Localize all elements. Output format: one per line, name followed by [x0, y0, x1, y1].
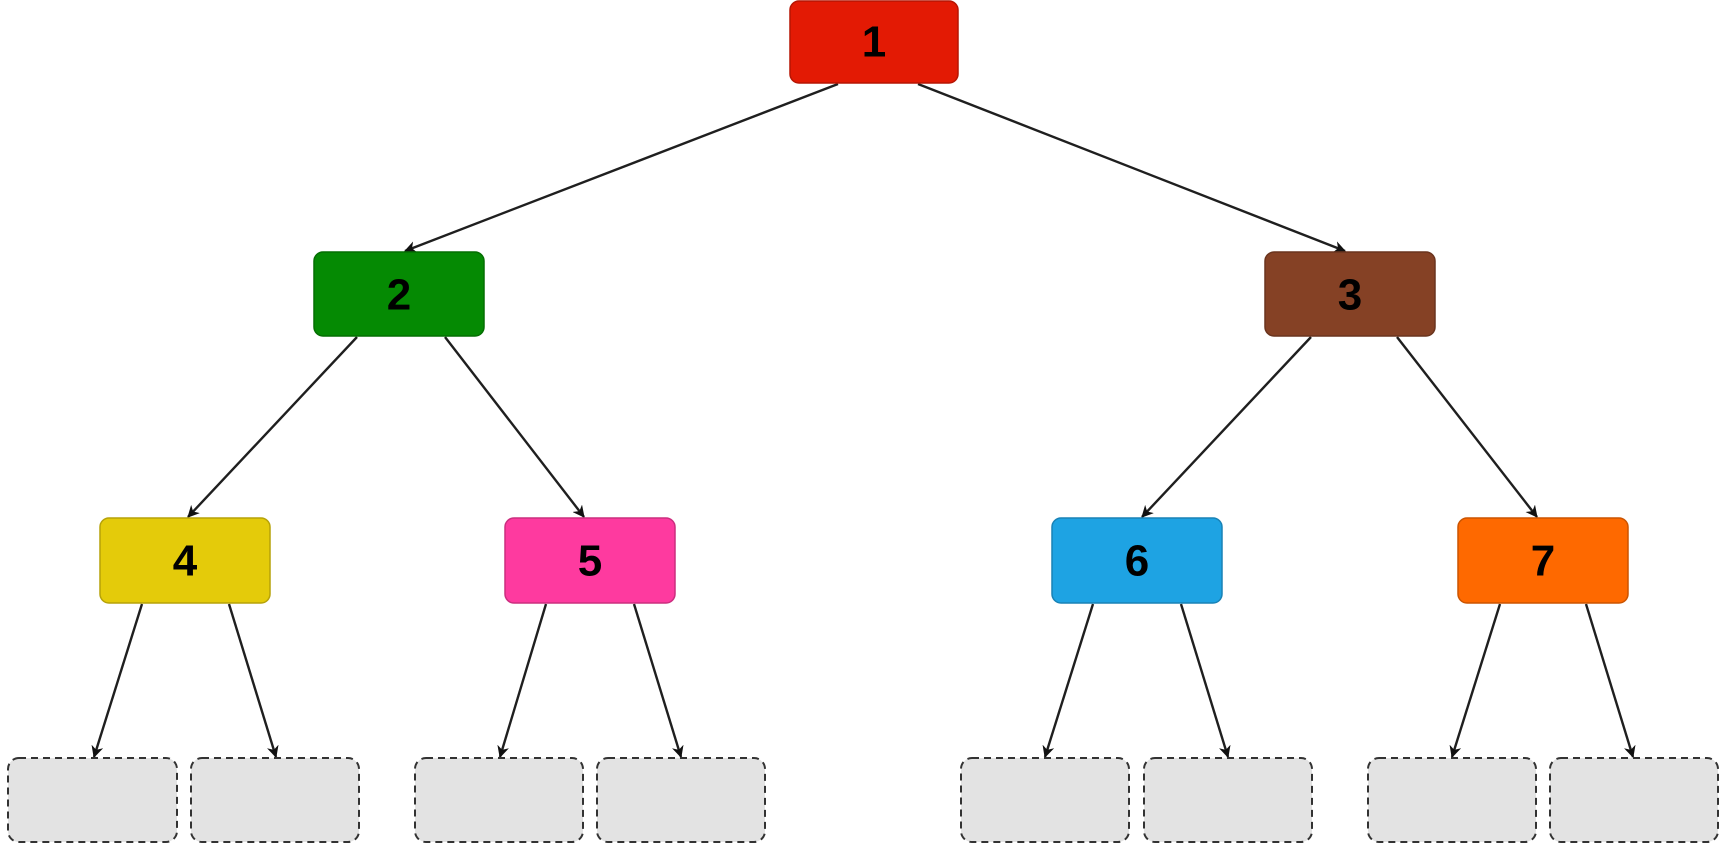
empty-slots [7, 757, 1719, 843]
node-3-box [1264, 251, 1436, 337]
empty-slot [596, 757, 766, 843]
arrow-n3-to-n7 [1396, 336, 1538, 518]
arrow-n7-to-e8 [1584, 603, 1636, 758]
node-1-label: 1 [862, 18, 886, 67]
empty-slot [7, 757, 178, 843]
empty-slot [1549, 757, 1719, 843]
empty-slot [190, 757, 360, 843]
empty-slot [1367, 757, 1537, 843]
empty-slot [1143, 757, 1313, 843]
arrow-n7-to-e7 [1449, 603, 1502, 758]
arrow-n1-to-n3 [917, 82, 1346, 253]
empty-slot [960, 757, 1130, 843]
node-4-box [99, 517, 271, 604]
arrow-n3-to-n6 [1141, 336, 1312, 518]
node-7-label: 7 [1531, 537, 1555, 586]
node-6: 6 [1051, 517, 1223, 604]
node-3-label: 3 [1338, 271, 1362, 320]
node-7: 7 [1457, 517, 1629, 604]
arrow-n4-to-e2 [227, 603, 279, 758]
node-2: 2 [313, 251, 485, 337]
node-4-label: 4 [173, 537, 198, 586]
node-1: 1 [789, 0, 959, 84]
arrow-n5-to-e4 [632, 603, 684, 758]
node-2-label: 2 [387, 271, 411, 320]
node-2-box [313, 251, 485, 337]
arrow-n6-to-e5 [1042, 603, 1095, 758]
empty-slot [414, 757, 584, 843]
arrow-n2-to-n5 [444, 336, 585, 518]
node-5-label: 5 [578, 537, 602, 586]
arrow-n4-to-e1 [91, 603, 144, 758]
arrow-n1-to-n2 [404, 82, 839, 253]
arrow-n6-to-e6 [1179, 603, 1231, 758]
node-7-box [1457, 517, 1629, 604]
arrow-n5-to-e3 [497, 603, 548, 758]
node-5: 5 [504, 517, 676, 604]
node-5-box [504, 517, 676, 604]
node-6-box [1051, 517, 1223, 604]
edges [91, 82, 1636, 758]
node-1-box [789, 0, 959, 84]
node-3: 3 [1264, 251, 1436, 337]
node-4: 4 [99, 517, 271, 604]
node-6-label: 6 [1125, 537, 1149, 586]
arrow-n2-to-n4 [187, 336, 358, 518]
